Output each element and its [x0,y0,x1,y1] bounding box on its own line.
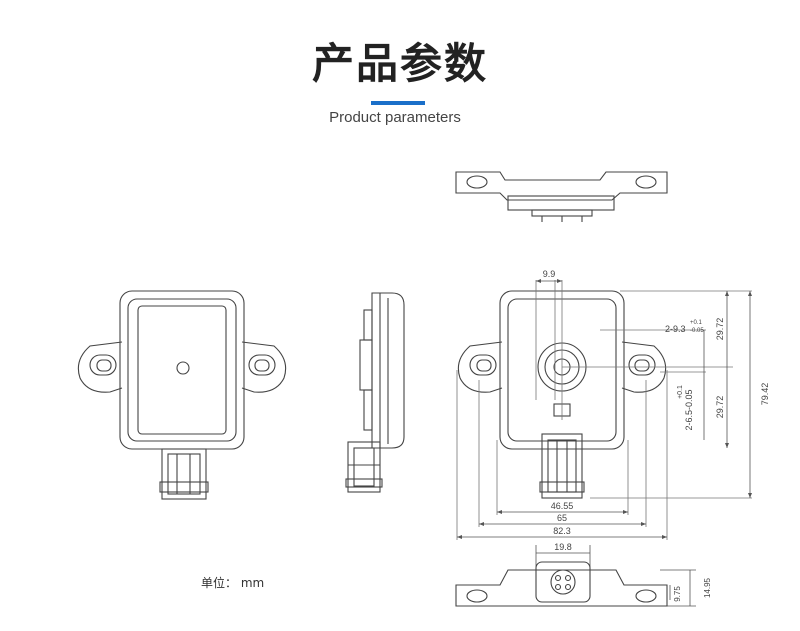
top-view [455,171,668,222]
dim-29-72-mid: 29.72 [715,396,725,419]
dim-2-6-5: 2-6.5-0.05 [684,389,694,430]
dim-19-8: 19.8 [554,542,572,552]
dim-2-6-5-tol: +0.1 [677,385,684,399]
page-subtitle: Product parameters [329,109,461,126]
dimension-lines [457,280,751,607]
title-underline [371,101,425,105]
dim-82-3: 82.3 [553,526,571,536]
center-lines [456,280,752,540]
dim-2-9-3: 2-9.3 [665,324,686,334]
dim-9-75: 9.75 [673,586,682,602]
bottom-view [455,561,668,607]
page-title: 产品参数 [311,39,488,88]
dim-79-42: 79.42 [760,383,770,406]
dim-14-95: 14.95 [703,577,712,598]
dim-9-9: 9.9 [543,269,556,279]
front-view [77,290,287,500]
unit-note: 单位： mm [201,576,265,590]
dim-2-9-3-tol-lower: -0.05 [690,328,704,334]
dim-46-55: 46.55 [551,501,574,511]
dim-29-72-top: 29.72 [715,318,725,341]
dim-65: 65 [557,513,567,523]
dim-2-9-3-tol-upper: +0.1 [690,320,703,326]
side-view [345,292,405,493]
dimension-arrows [457,279,752,539]
